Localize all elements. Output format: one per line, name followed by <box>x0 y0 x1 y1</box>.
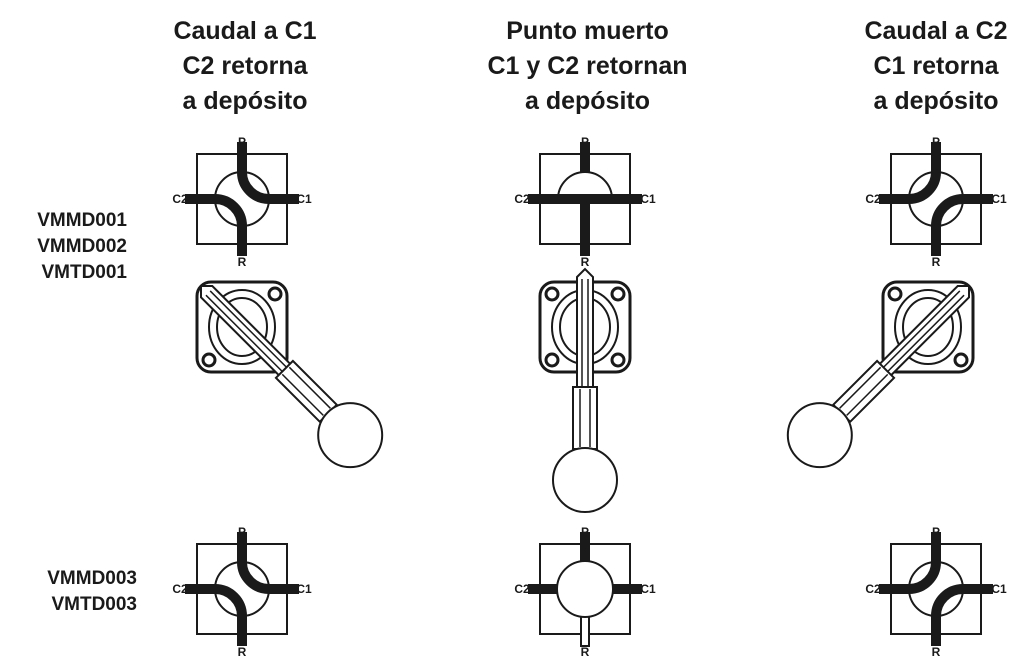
title-line: C2 retorna <box>182 52 308 80</box>
column-title-neutral: Punto muerto C1 y C2 retornan a depósito <box>470 14 705 119</box>
valve-symbol-flow-to-c1-row2 <box>185 532 299 646</box>
title-line: a depósito <box>182 87 308 115</box>
title-line: C1 retorna <box>873 52 999 80</box>
port-label-c1: C1 <box>640 192 656 206</box>
port-label-c2: C2 <box>172 582 188 596</box>
title-line: a depósito <box>873 87 999 115</box>
port-label-c1: C1 <box>640 582 656 596</box>
port-label-p: P <box>238 525 246 539</box>
valve-symbol-flow-to-c1 <box>185 142 299 256</box>
port-label-c2: C2 <box>172 192 188 206</box>
valve-symbol-flow-to-c2 <box>879 142 993 256</box>
port-label-c1: C1 <box>991 192 1007 206</box>
model-code: VMMD002 <box>37 236 127 257</box>
model-group-lever: VMMD001 VMMD002 VMTD001 <box>0 208 127 286</box>
title-line: C1 y C2 retornan <box>487 52 688 80</box>
title-line: Caudal a C2 <box>864 17 1008 45</box>
model-code: VMMD003 <box>47 568 137 589</box>
valve-symbol-neutral <box>528 142 642 256</box>
port-label-c1: C1 <box>991 582 1007 596</box>
port-label-p: P <box>238 135 246 149</box>
port-label-r: R <box>238 645 247 659</box>
lever-valve-flow-to-c1 <box>177 262 397 482</box>
port-label-r: R <box>238 255 247 269</box>
title-line: a depósito <box>524 87 650 115</box>
valve-symbol-neutral-blocked <box>528 532 642 646</box>
lever-valve-neutral <box>538 268 632 513</box>
port-label-p: P <box>932 135 940 149</box>
port-label-c1: C1 <box>296 192 312 206</box>
model-group-second: VMMD003 VMTD003 <box>0 566 137 618</box>
model-code: VMTD003 <box>51 594 137 615</box>
port-label-r: R <box>581 255 590 269</box>
lever-valve-flow-to-c2 <box>773 262 993 482</box>
port-label-p: P <box>581 525 589 539</box>
port-label-c2: C2 <box>865 582 881 596</box>
column-title-flow-to-c1: Caudal a C1 C2 retorna a depósito <box>160 14 330 119</box>
port-label-r: R <box>581 645 590 659</box>
port-label-r: R <box>932 255 941 269</box>
column-title-flow-to-c2: Caudal a C2 C1 retorna a depósito <box>851 14 1021 119</box>
port-label-r: R <box>932 645 941 659</box>
port-label-p: P <box>932 525 940 539</box>
title-line: Punto muerto <box>506 17 669 45</box>
port-label-p: P <box>581 135 589 149</box>
port-label-c2: C2 <box>514 192 530 206</box>
port-label-c2: C2 <box>865 192 881 206</box>
model-code: VMMD001 <box>37 210 127 231</box>
port-label-c2: C2 <box>514 582 530 596</box>
valve-symbol-flow-to-c2-row2 <box>879 532 993 646</box>
port-label-c1: C1 <box>296 582 312 596</box>
title-line: Caudal a C1 <box>173 17 317 45</box>
model-code: VMTD001 <box>41 262 127 283</box>
